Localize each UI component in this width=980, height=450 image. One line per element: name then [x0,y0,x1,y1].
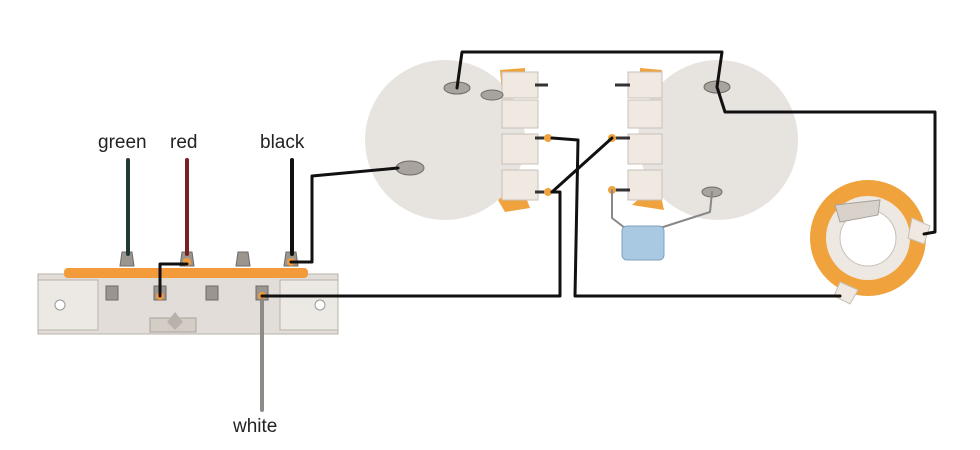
volume-to-tone-wire [550,136,842,298]
switch-mount-hole-left [54,299,66,311]
tone-to-jack-wire [715,85,937,236]
ground-bus-wire [455,50,724,90]
label-red: red [170,132,197,153]
volume-potentiometer [365,60,552,220]
volume-pot-lug-block-2 [501,99,539,129]
volume-pot-lug-block-1 [501,71,539,99]
output-jack [810,180,931,305]
jack-lug-right [907,217,931,245]
switch-mount-right [279,279,339,331]
volume-pot-ground-solder-2 [480,89,504,101]
tone-capacitor [611,189,713,261]
label-green: green [98,132,147,153]
tone-pot-lug-block-1 [627,71,663,99]
pickup-selector-switch [37,251,339,335]
volume-pot-body [365,60,525,220]
label-white: white [232,416,277,437]
capacitor-lead-right [659,191,713,229]
jack-tip-contact [834,199,881,223]
tone-pot-lug-block-2 [627,99,663,129]
volume-pot-lug-block-4 [501,169,539,201]
switch-to-volume-lug-wire [260,190,562,298]
tone-potentiometer [608,60,798,220]
tone-pot-body [638,60,798,220]
switch-slider-mark [167,312,183,330]
switch-terminal-bottom-3 [205,285,219,301]
switch-jumper-wire [158,262,189,298]
volume-pot-ground-solder-3 [395,160,425,176]
label-black: black [260,132,305,153]
volume-pot-lug-solder-2 [544,188,552,196]
switch-to-volume-wire [289,166,400,264]
switch-terminal-bottom-1 [105,285,119,301]
tone-pot-lug-block-4 [627,169,663,201]
jack-lug-bottom [833,281,859,305]
volume-pot-lug-block-3 [501,133,539,165]
switch-mount-left [37,279,99,331]
volume-pot-lug-solder-1 [544,134,552,142]
switch-mount-hole-right [314,299,326,311]
tone-pot-lug-block-3 [627,133,663,165]
capacitor-lead-left [611,189,626,229]
capacitor-body [621,225,665,261]
switch-terminal-top-3 [235,251,251,267]
volume-lug-to-tone-lug-wire [550,136,614,194]
switch-orange-strip [64,268,308,278]
